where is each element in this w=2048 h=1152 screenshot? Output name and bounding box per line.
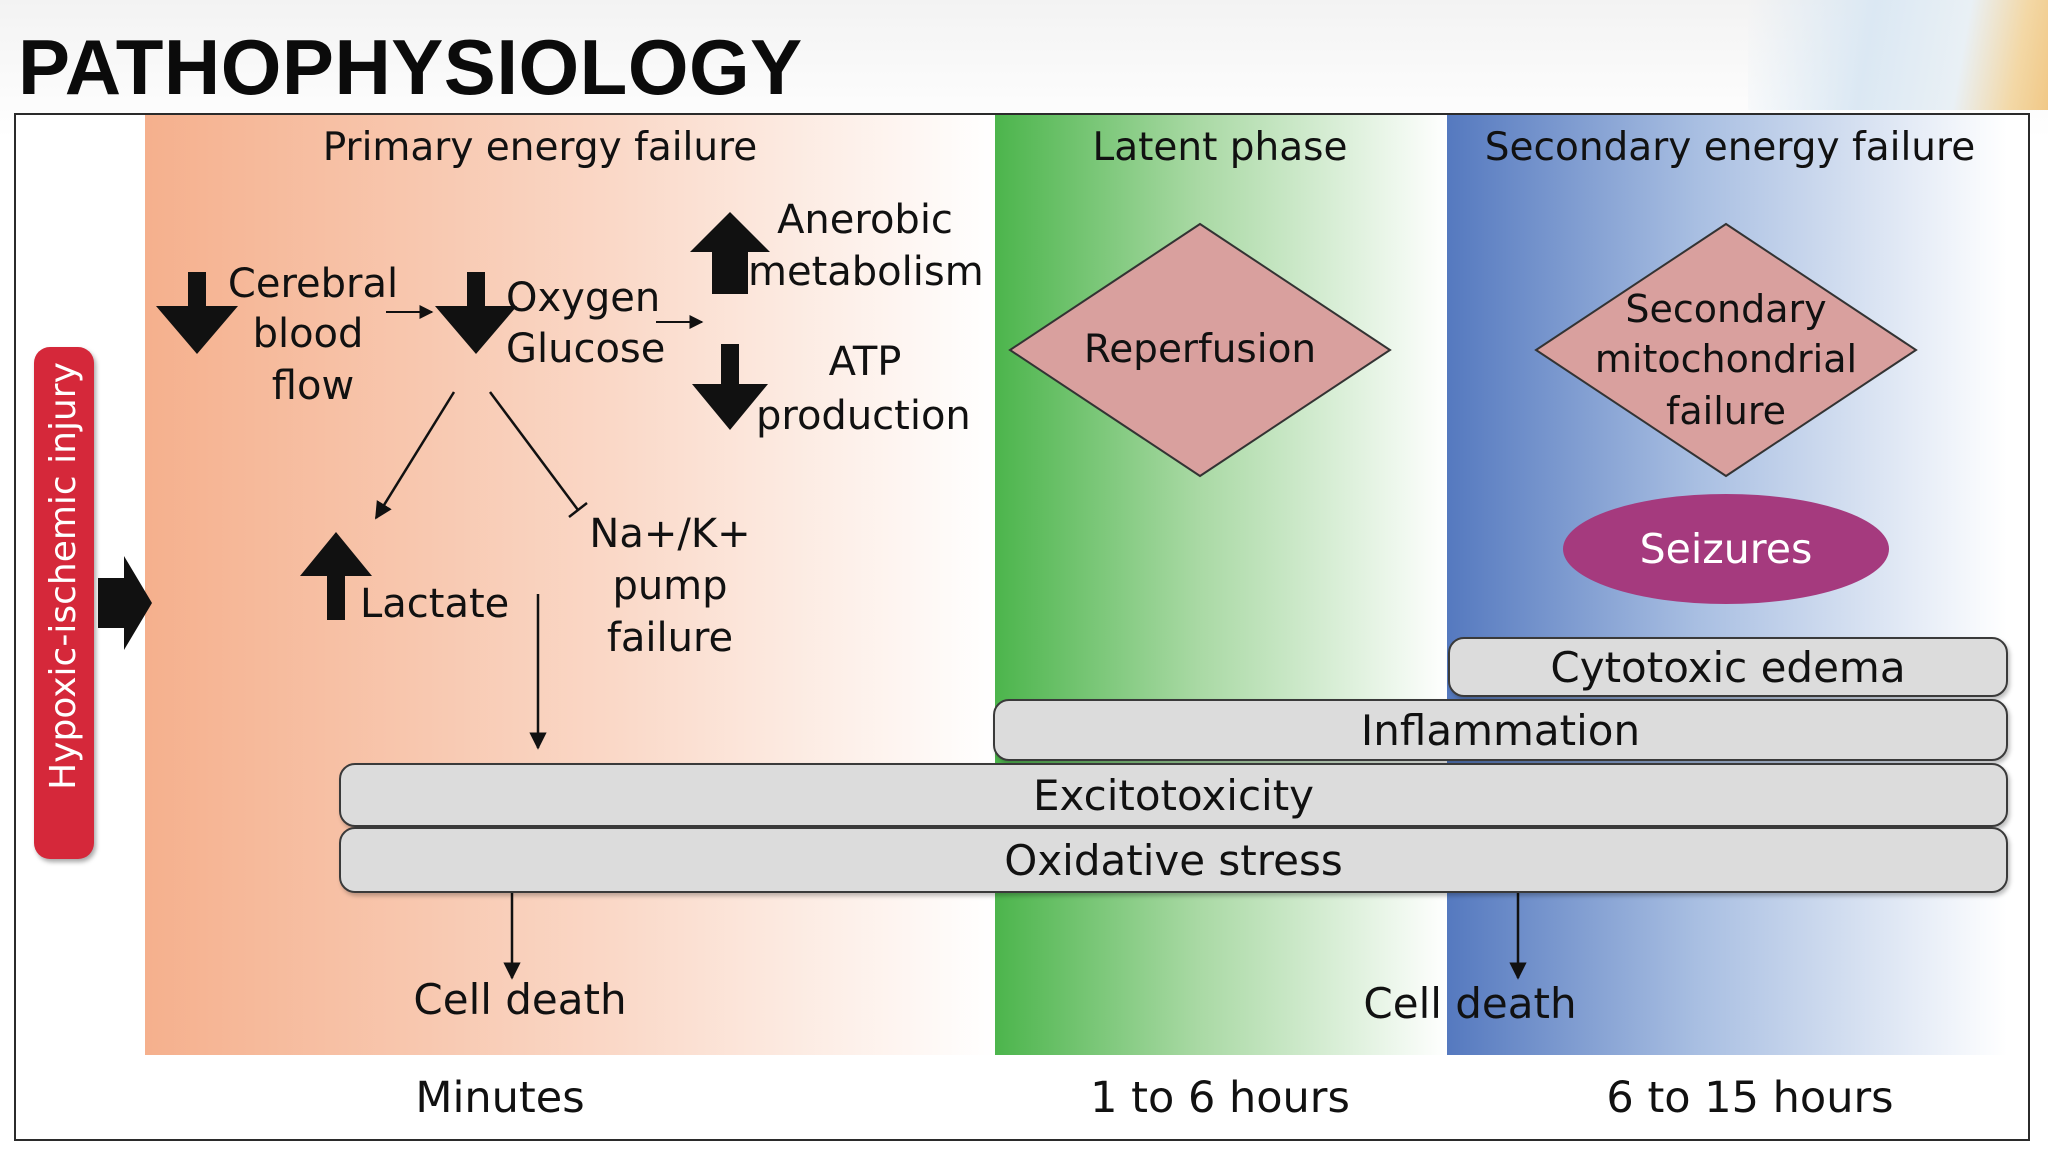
hypoxic-ischemic-injury-pill bbox=[34, 347, 94, 859]
oxygen-glucose-down-arrow-icon bbox=[435, 272, 517, 354]
mitochondrial-failure-diamond bbox=[1534, 222, 1918, 478]
inflammation-bar: Inflammation bbox=[993, 699, 2008, 761]
atp-label-line1: ATP bbox=[828, 339, 902, 385]
reperfusion-label: Reperfusion bbox=[1083, 327, 1317, 372]
cerebral-blood-flow-down-arrow-icon bbox=[156, 272, 238, 354]
page-title: PATHOPHYSIOLOGY bbox=[18, 23, 803, 111]
phase-label-latent: Latent phase bbox=[1092, 125, 1348, 170]
oxidative-stress-label: Oxidative stress bbox=[1004, 835, 1343, 885]
mitochondrial-label-line3: failure bbox=[1665, 389, 1787, 433]
excitotoxicity-bar: Excitotoxicity bbox=[339, 763, 2008, 827]
timeline-minutes: Minutes bbox=[415, 1073, 585, 1123]
reperfusion-diamond bbox=[1008, 222, 1392, 478]
anerobic-label-line1: Anerobic bbox=[777, 197, 953, 243]
phase-label-secondary: Secondary energy failure bbox=[1484, 125, 1976, 170]
phase-label-primary: Primary energy failure bbox=[322, 125, 758, 170]
oxygen-label: Oxygen bbox=[506, 275, 661, 321]
timeline-6-to-15-hours: 6 to 15 hours bbox=[1606, 1073, 1894, 1123]
cerebral-label-line1: Cerebral bbox=[227, 261, 399, 307]
pump-label-line3: failure bbox=[606, 615, 734, 661]
anerobic-metabolism-up-arrow-icon bbox=[690, 212, 770, 294]
mitochondrial-label-line1: Secondary bbox=[1625, 287, 1827, 331]
secondary-cell-death-label: Cell death bbox=[1363, 979, 1577, 1028]
seizures-pill: Seizures bbox=[1563, 494, 1889, 604]
corner-decoration bbox=[1748, 0, 2048, 110]
cytotoxic-edema-bar: Cytotoxic edema bbox=[1448, 637, 2008, 697]
injury-arrow-icon bbox=[98, 556, 152, 650]
pump-label-line2: pump bbox=[612, 563, 728, 609]
oxygen-to-pump-line bbox=[488, 391, 580, 511]
lactate-up-arrow-icon bbox=[300, 532, 372, 620]
lactate-label: Lactate bbox=[360, 581, 510, 627]
glucose-label: Glucose bbox=[506, 326, 666, 372]
excitotoxicity-label: Excitotoxicity bbox=[1032, 770, 1315, 820]
oxidative-stress-bar: Oxidative stress bbox=[339, 827, 2008, 893]
cytotoxic-edema-label: Cytotoxic edema bbox=[1550, 642, 1906, 692]
cerebral-label-line2: blood bbox=[252, 311, 364, 357]
cerebral-label-line3: flow bbox=[271, 363, 355, 409]
seizures-label: Seizures bbox=[1639, 525, 1813, 573]
anerobic-label-line2: metabolism bbox=[748, 249, 984, 295]
primary-cell-death-label: Cell death bbox=[413, 975, 627, 1024]
primary-phase-zone bbox=[145, 115, 995, 1055]
pump-inhibit-tick bbox=[568, 502, 588, 518]
pump-label-line1: Na+/K+ bbox=[589, 511, 751, 557]
timeline-1-to-6-hours: 1 to 6 hours bbox=[1090, 1073, 1350, 1123]
oxygen-to-lactate-arrow bbox=[374, 391, 456, 520]
atp-production-down-arrow-icon bbox=[692, 344, 768, 430]
inflammation-label: Inflammation bbox=[1360, 705, 1641, 755]
atp-label-line2: production bbox=[756, 393, 971, 439]
mitochondrial-label-line2: mitochondrial bbox=[1594, 337, 1858, 381]
